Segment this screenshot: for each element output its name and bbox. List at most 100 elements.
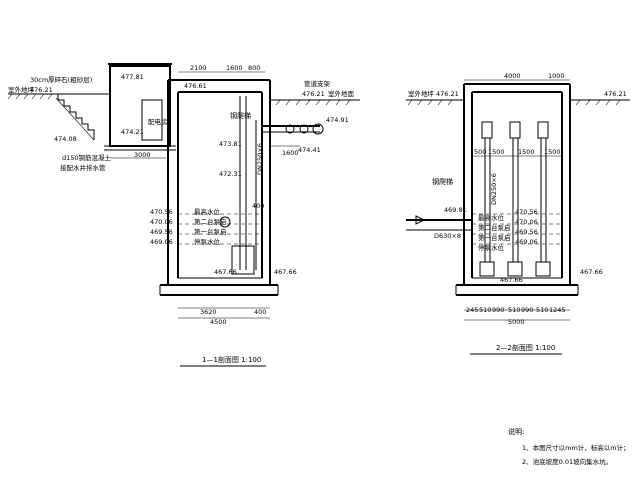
level-elev-0: 470.56: [150, 208, 173, 216]
section-title-1: 1—1剖面图 1:100: [202, 355, 261, 364]
elev-473: 473.81: [219, 140, 242, 148]
bottom2-dim-6: 1245: [549, 306, 566, 314]
pump: [231, 245, 255, 275]
dim-400: 400: [252, 202, 264, 210]
level-elev-2: 469.56: [150, 228, 173, 236]
dim-1600: 1600: [282, 149, 299, 157]
bottom2-dim-3: 510: [508, 306, 520, 314]
pipe-size: DN250×6: [256, 143, 264, 175]
pump-body-1: [479, 261, 495, 277]
inlet-elev: 469.81: [444, 206, 467, 214]
level2-elev-2: 469.56: [515, 228, 538, 236]
inner-label: 钢爬梯: [230, 111, 251, 120]
pump-motor-1: [481, 121, 493, 139]
sub-dim-0: 500: [474, 148, 486, 156]
ground-hatch-2-left: [407, 99, 453, 106]
note-item-1: 1、本图尺寸以mm计，标高以m计；: [522, 443, 630, 452]
elev-472: 472.31: [219, 170, 242, 178]
ground-elev: 476.21: [30, 86, 53, 94]
sub-dim-3: 1500: [544, 148, 561, 156]
section-title-2: 2—2剖面图 1:100: [496, 343, 555, 352]
right-label: 室外地面: [328, 89, 355, 98]
ground2-label: 室外地坪: [408, 89, 435, 98]
dim-bottom-1: 3620: [200, 308, 217, 316]
pipe-elev-1: 474.91: [326, 116, 349, 124]
pump-column-3: [535, 121, 551, 277]
stair-slope: [55, 97, 95, 141]
ground-hatch-2-right: [575, 99, 621, 106]
dim-bottom-2: 400: [254, 308, 266, 316]
bottom2-dim-2: 990: [492, 306, 504, 314]
level2-label-0: 最高水位: [478, 213, 505, 222]
section-2-2: 4000 1000 室外地坪 476.21 476.21 钢爬梯 500 150…: [406, 72, 630, 355]
slope-elev: 474.08: [54, 135, 77, 143]
notes-heading: 说明:: [508, 427, 524, 436]
pipe-size-2: DN250×6: [490, 173, 498, 205]
level2-elev-3: 469.06: [515, 238, 538, 246]
dim-top-2-0: 4000: [504, 72, 521, 80]
ground2-elev: 476.21: [436, 90, 459, 98]
dim-3000: 3000: [134, 151, 151, 159]
valve-1: [285, 124, 295, 134]
bottom2-elev-1: 467.66: [500, 276, 523, 284]
dim-bottom-3: 4500: [210, 318, 227, 326]
level2-elev-1: 470.06: [515, 218, 538, 226]
level-elev-1: 470.06: [150, 218, 173, 226]
room-label: 配电房: [148, 117, 168, 126]
inlet-arrow-icon: [415, 215, 426, 225]
level-label-0: 最高水位: [194, 207, 221, 216]
ground-label: 室外地坪: [8, 85, 35, 94]
stairs: [57, 94, 95, 140]
ladder-label-2: 钢爬梯: [432, 177, 453, 186]
ground-note: 30cm厚碎石(粗砂层): [30, 75, 92, 84]
pump-marker: [219, 216, 231, 228]
level2-label-2: 第一台泵启: [478, 233, 511, 242]
pump-motor-3: [537, 121, 549, 139]
level2-elev-0: 470.56: [515, 208, 538, 216]
pipe-note-2: 接配水井排水管: [60, 163, 106, 172]
level-label-3: 停泵水位: [194, 237, 221, 246]
level-label-2: 第一台泵启: [194, 227, 227, 236]
pipe-note-1: d150钢筋混凝土: [62, 153, 112, 162]
bottom-elev-2: 467.66: [274, 268, 297, 276]
bottom2-dim-1: 510: [479, 306, 491, 314]
pump-body-2: [507, 261, 523, 277]
dim-top-2-1: 1000: [548, 72, 565, 80]
right-elev: 476.21: [302, 90, 325, 98]
dim-top-0: 2100: [190, 64, 207, 72]
section-1-1: 30cm厚碎石(粗砂层) 室外地坪 476.21 477.81 配电房 474.…: [7, 63, 360, 367]
roof-elev: 477.81: [121, 73, 144, 81]
valve-2: [299, 124, 309, 134]
sub-dim-2: 1500: [518, 148, 535, 156]
ground-hatch-left: [7, 93, 53, 100]
bottom2-dim-4: 990: [521, 306, 533, 314]
sub-dim-1: 1500: [488, 148, 505, 156]
right-note: 管道支架: [304, 79, 331, 88]
bottom2-total: 5000: [508, 318, 525, 326]
bottom2-dim-5: 510: [536, 306, 548, 314]
floor-elev: 474.21: [121, 128, 144, 136]
bottom2-dim-0: 245: [466, 306, 478, 314]
dim-top-1: 1600: [226, 64, 243, 72]
level2-label-3: 停泵水位: [478, 243, 505, 252]
ground-hatch-right: [275, 99, 351, 106]
ground2-right-elev: 476.21: [604, 90, 627, 98]
pipe-elev-2: 474.41: [298, 146, 321, 154]
control-room-door: [141, 99, 163, 141]
pump-column-2: [507, 121, 523, 277]
level-elev-3: 469.06: [150, 238, 173, 246]
pump-column-1: [479, 121, 495, 277]
note-item-2: 2、池底坡度0.01坡向集水坑。: [522, 457, 612, 466]
bottom2-elev-2: 467.66: [580, 268, 603, 276]
level-label-1: 第二台泵启: [194, 217, 227, 226]
bottom-elev-1: 467.66: [214, 268, 237, 276]
level2-label-1: 第二台泵启: [478, 223, 511, 232]
pump-motor-2: [509, 121, 521, 139]
top-elev: 476.61: [184, 82, 207, 90]
dim-top-2: 800: [248, 64, 260, 72]
valve-3: [312, 123, 324, 135]
notes-block: 说明: 1、本图尺寸以mm计，标高以m计； 2、池底坡度0.01坡向集水坑。: [508, 427, 630, 466]
pump-body-3: [535, 261, 551, 277]
inlet-pipe-size: D630×8: [434, 232, 461, 240]
